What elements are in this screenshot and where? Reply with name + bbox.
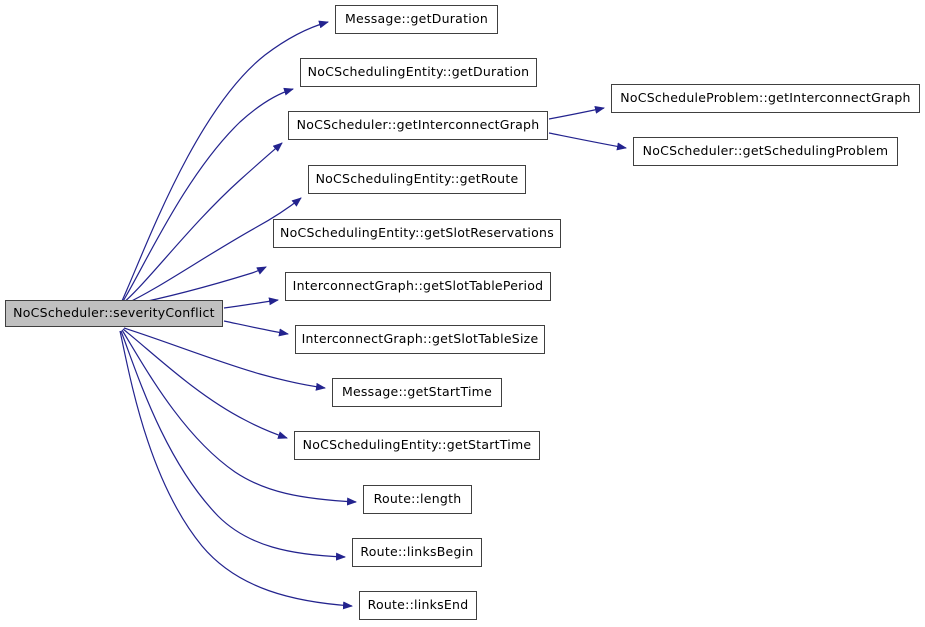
graph-node-entGetSlotReservations[interactable]: NoCSchedulingEntity::getSlotReservations	[273, 219, 561, 248]
graph-node-entGetStartTime[interactable]: NoCSchedulingEntity::getStartTime	[294, 431, 540, 460]
graph-edge-severityConflict-to-igGetSlotTablePeriod	[223, 297, 279, 309]
graph-node-probGetInterconnectGraph[interactable]: NoCScheduleProblem::getInterconnectGraph	[611, 84, 920, 113]
graph-edge-severityConflict-to-igGetSlotTableSize	[223, 320, 289, 337]
graph-node-igGetSlotTablePeriod[interactable]: InterconnectGraph::getSlotTablePeriod	[285, 272, 551, 301]
graph-edge-schedGetInterconnectGraph-to-schedGetSchedulingProblem	[548, 132, 627, 151]
graph-node-igGetSlotTableSize[interactable]: InterconnectGraph::getSlotTableSize	[295, 325, 545, 354]
graph-edge-severityConflict-to-entGetStartTime	[122, 328, 288, 439]
graph-node-routeLinksBegin[interactable]: Route::linksBegin	[352, 538, 482, 567]
graph-node-severityConflict[interactable]: NoCScheduler::severityConflict	[5, 300, 223, 327]
graph-edge-severityConflict-to-entGetDuration	[121, 87, 294, 304]
graph-node-schedGetInterconnectGraph[interactable]: NoCScheduler::getInterconnectGraph	[288, 111, 548, 140]
graph-node-schedGetSchedulingProblem[interactable]: NoCScheduler::getSchedulingProblem	[633, 137, 898, 166]
graph-edge-severityConflict-to-routeLinksEnd	[119, 330, 353, 610]
graph-edge-severityConflict-to-routeLength	[121, 329, 357, 506]
graph-edge-severityConflict-to-schedGetInterconnectGraph	[121, 142, 283, 305]
graph-edge-schedGetInterconnectGraph-to-probGetInterconnectGraph	[548, 105, 605, 120]
graph-node-entGetDuration[interactable]: NoCSchedulingEntity::getDuration	[300, 58, 537, 87]
graph-node-msgGetDuration[interactable]: Message::getDuration	[335, 5, 498, 34]
graph-node-entGetRoute[interactable]: NoCSchedulingEntity::getRoute	[308, 165, 526, 194]
graph-edge-severityConflict-to-entGetRoute	[122, 197, 302, 306]
graph-node-routeLinksEnd[interactable]: Route::linksEnd	[359, 591, 477, 620]
graph-edge-severityConflict-to-msgGetDuration	[121, 20, 329, 302]
graph-node-msgGetStartTime[interactable]: Message::getStartTime	[332, 378, 502, 407]
graph-node-routeLength[interactable]: Route::length	[363, 485, 472, 514]
